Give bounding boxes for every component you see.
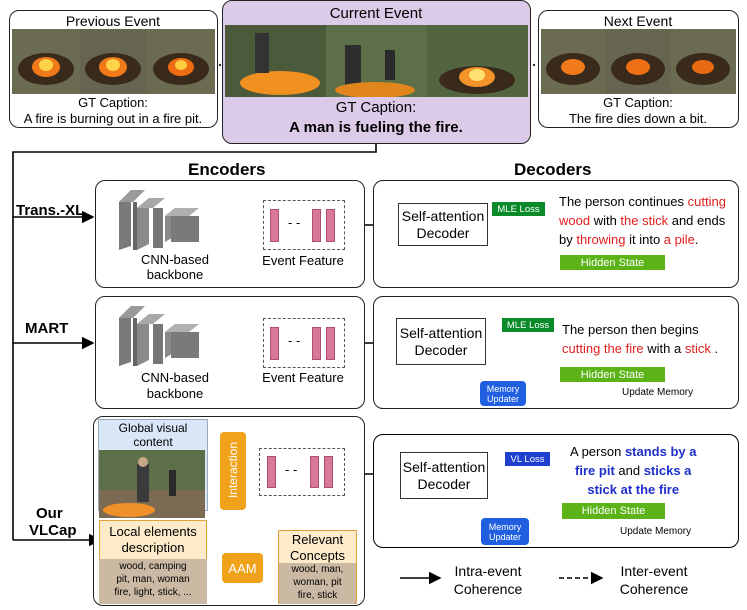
next-event-title: Next Event [603,13,673,29]
mart-backbone-line2: backbone [146,386,204,401]
transxl-output-caption: The person continues cutting wood with t… [559,194,726,247]
vlcap-update-memory-label: Update Memory [620,526,692,537]
transxl-backbone-line2: backbone [146,267,204,282]
previous-event-title: Previous Event [65,13,161,29]
vlcap-feature-bar [324,456,333,488]
transxl-hidden-state: Hidden State [560,255,665,270]
current-caption-label: GT Caption: [335,99,417,116]
current-event-panel: Current Event GT Caption: A man is fueli… [222,0,531,144]
legend-inter-line1: Inter-event [620,563,688,579]
transxl-cnn-backbone-icon [119,190,199,250]
vlcap-vl-loss-badge: VL Loss [505,452,550,466]
current-event-title: Current Event [329,5,423,22]
vlcap-local-words: wood, camping pit, man, woman fire, ligh… [99,559,207,604]
previous-caption-label: GT Caption: [78,95,148,110]
current-event-frames [225,25,528,97]
vlcap-feature-bar [310,456,319,488]
previous-event-frames [12,29,215,94]
mart-event-feature-box [263,318,345,368]
mart-feature-label: Event Feature [262,370,344,385]
mart-feature-dash: - - [288,333,301,348]
mart-update-memory-label: Update Memory [622,387,694,398]
vlcap-label-line2: VLCap [29,522,77,539]
vlcap-interaction-block: Interaction [220,432,246,510]
mart-backbone-line1: CNN-based [141,370,209,385]
mart-label: MART [25,320,69,337]
transxl-feature-bar [312,209,321,242]
transxl-event-feature-box [263,200,345,250]
transxl-feature-label: Event Feature [262,253,344,268]
mart-mle-loss-badge: MLE Loss [502,318,554,332]
next-caption: The fire dies down a bit. [568,111,708,126]
vlcap-event-feature-box [259,448,345,496]
mart-output-caption: The person then begins cutting the fire … [562,322,719,356]
previous-event-panel: Previous Event GT Caption: A fire is bur… [9,10,218,128]
next-event-frames [541,29,736,94]
vlcap-feature-bar [267,456,276,488]
vlcap-global-frame [99,450,205,518]
mart-cnn-backbone-icon [119,306,199,366]
transxl-feature-bar [270,209,279,242]
transxl-label: Trans.-XL [16,202,85,219]
next-event-panel: Next Event GT Caption: The fire dies dow… [538,10,739,128]
legend-intra-line2: Coherence [453,581,523,597]
vlcap-hidden-state: Hidden State [562,503,665,519]
vlcap-feature-dash: - - [285,462,298,477]
transxl-mle-loss-badge: MLE Loss [492,202,545,216]
mart-feature-bar [312,327,321,360]
transxl-backbone-line1: CNN-based [141,252,209,267]
next-caption-label: GT Caption: [603,95,673,110]
transxl-decoder-panel [373,180,739,288]
vlcap-aam-block: AAM [222,553,263,583]
encoders-header: Encoders [188,160,266,179]
legend-inter-line2: Coherence [619,581,689,597]
vlcap-output-caption: A person stands by a fire pit and sticks… [570,444,697,497]
mart-feature-bar [326,327,335,360]
transxl-feature-bar [326,209,335,242]
vlcap-label-line1: Our [36,505,63,522]
transxl-feature-dash: - - [288,215,301,230]
previous-caption: A fire is burning out in a fire pit. [23,111,203,126]
legend-intra-line1: Intra-event [454,563,522,579]
vlcap-relevant-words: wood, man, woman, pit fire, stick [279,563,356,604]
mart-hidden-state: Hidden State [560,367,665,382]
current-caption: A man is fueling the fire. [289,119,463,136]
decoders-header: Decoders [514,160,592,179]
mart-feature-bar [270,327,279,360]
